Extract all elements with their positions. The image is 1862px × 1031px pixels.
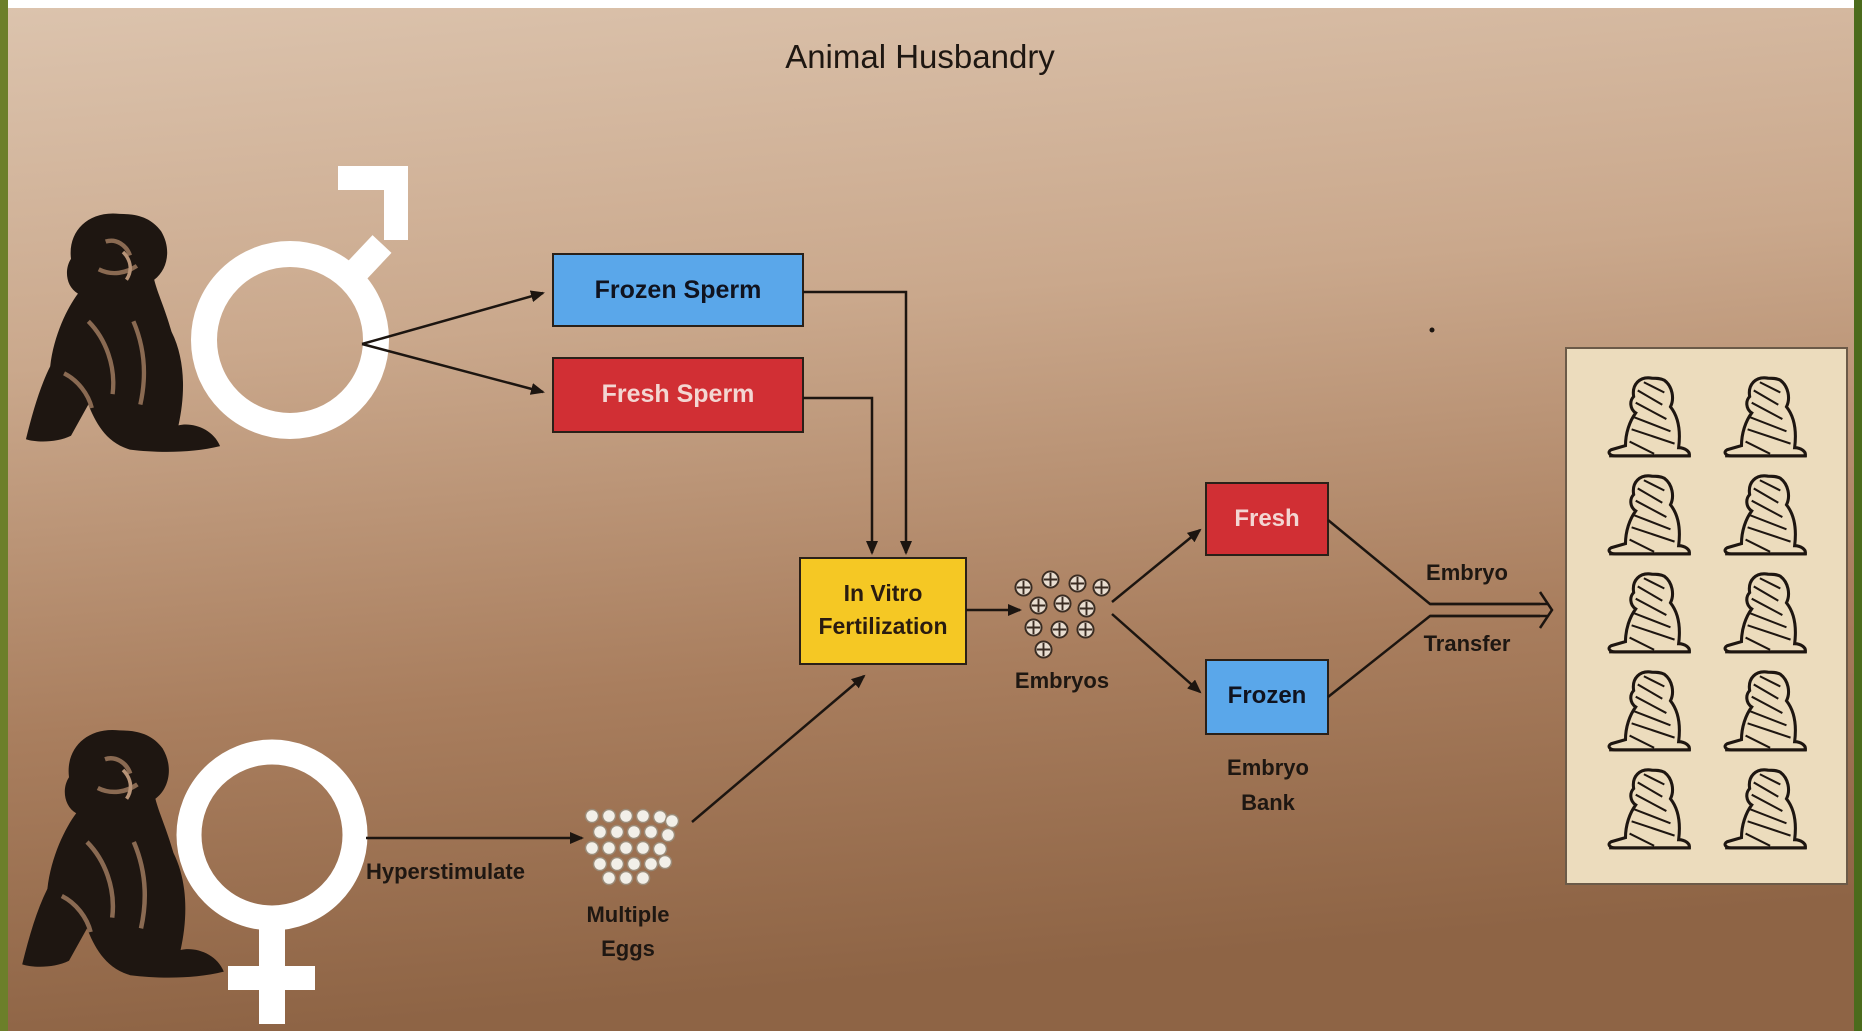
embryo-transfer-label-line2: Transfer [1424, 631, 1511, 656]
frozen-embryo-box: Frozen [1205, 659, 1329, 735]
frozen-sperm-box: Frozen Sperm [552, 253, 804, 327]
ivf-box: In Vitro Fertilization [799, 557, 967, 665]
embryos-split-arrows [1111, 528, 1202, 694]
fresh-sperm-label: Fresh Sperm [602, 380, 755, 408]
eggs-to-ivf-arrow [691, 674, 866, 823]
multiple-eggs-label-line1: Multiple [586, 902, 669, 927]
embryo-transfer-arrows [1327, 519, 1554, 698]
ivf-label-line1: In Vitro [844, 580, 923, 606]
embryos-label: Embryos [1015, 668, 1109, 693]
offspring-grid [1565, 347, 1848, 885]
speck [1429, 327, 1435, 333]
hyperstimulate-label: Hyperstimulate [366, 859, 525, 884]
embryo-bank-label-line1: Embryo [1227, 755, 1309, 780]
female-symbol-icon [176, 739, 368, 1024]
left-border [0, 0, 8, 1031]
frozen-embryo-label: Frozen [1228, 682, 1307, 709]
multiple-eggs-cluster [584, 808, 680, 886]
embryo-bank-label-line2: Bank [1241, 790, 1296, 815]
male-to-sperm-arrows [361, 290, 545, 395]
embryo-transfer-label-line1: Embryo [1426, 560, 1508, 585]
ivf-label-line2: Fertilization [818, 613, 947, 639]
multiple-eggs-label-line2: Eggs [601, 936, 655, 961]
diagram-title: Animal Husbandry [785, 38, 1055, 75]
right-border [1854, 0, 1862, 1031]
fresh-sperm-box: Fresh Sperm [552, 357, 804, 433]
fresh-embryo-box: Fresh [1205, 482, 1329, 556]
sperm-to-ivf-arrows [803, 290, 912, 555]
frozen-sperm-label: Frozen Sperm [595, 276, 762, 304]
fresh-embryo-label: Fresh [1234, 505, 1299, 532]
top-border [0, 0, 1862, 8]
